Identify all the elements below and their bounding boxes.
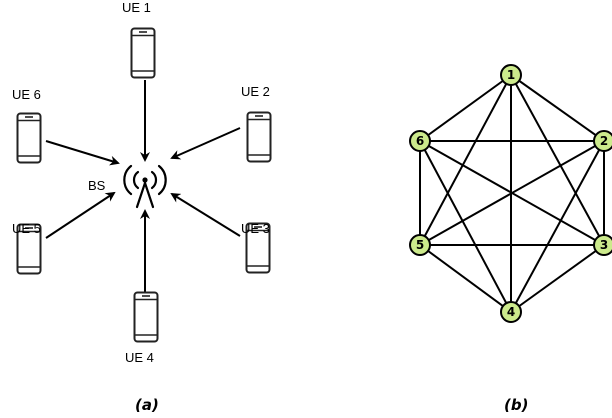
caption-a: (a) — [135, 396, 159, 414]
ue-label-2: UE 2 — [241, 84, 270, 99]
graph-node-5 — [409, 234, 431, 256]
graph-node-2 — [593, 130, 612, 152]
graph-node-label-6: 6 — [416, 134, 424, 148]
phone-icon-ue4 — [133, 291, 159, 343]
ue-label-1: UE 1 — [122, 0, 151, 15]
phone-icon-ue6 — [16, 112, 42, 164]
graph-node-label-4: 4 — [507, 305, 515, 319]
ue-label-4: UE 4 — [125, 350, 154, 365]
graph-node-label-1: 1 — [507, 68, 515, 82]
phone-icon-ue2 — [246, 111, 272, 163]
arrow-ue2 — [170, 127, 241, 160]
ue-label-6: UE 6 — [12, 87, 41, 102]
arrow-ue3 — [170, 192, 241, 237]
ue-label-5: UE 5 — [12, 221, 41, 236]
ue-label-3: UE 3 — [241, 221, 270, 236]
bs-label: BS — [88, 178, 106, 193]
panel-a: BS UE 1 UE 2 UE 3 UE 4 UE 5 UE 6 (a) — [12, 0, 272, 414]
edge-1-6 — [419, 74, 512, 142]
graph-edges — [419, 74, 605, 313]
graph-node-label-5: 5 — [416, 238, 424, 252]
edge-4-6 — [419, 140, 512, 313]
caption-b: (b) — [504, 396, 528, 414]
edge-2-4 — [510, 140, 605, 313]
edge-3-6 — [419, 140, 605, 246]
panel-b: 1 2 3 4 5 6 (b) — [409, 64, 612, 414]
phone-icon-ue1 — [130, 27, 156, 79]
edge-1-2 — [510, 74, 605, 142]
graph-node-6 — [409, 130, 431, 152]
edge-4-5 — [419, 244, 512, 313]
antenna-icon — [123, 164, 167, 209]
graph-node-1 — [500, 64, 522, 86]
edge-3-4 — [510, 244, 605, 313]
edge-1-5 — [419, 74, 512, 246]
graph-node-label-2: 2 — [600, 134, 608, 148]
graph-node-4 — [500, 301, 522, 323]
arrow-ue5 — [45, 191, 116, 239]
arrow-ue6 — [45, 140, 120, 166]
graph-node-3 — [593, 234, 612, 256]
graph-node-label-3: 3 — [600, 238, 608, 252]
edge-1-3 — [510, 74, 605, 246]
graph-nodes: 1 2 3 4 5 6 — [409, 64, 612, 323]
